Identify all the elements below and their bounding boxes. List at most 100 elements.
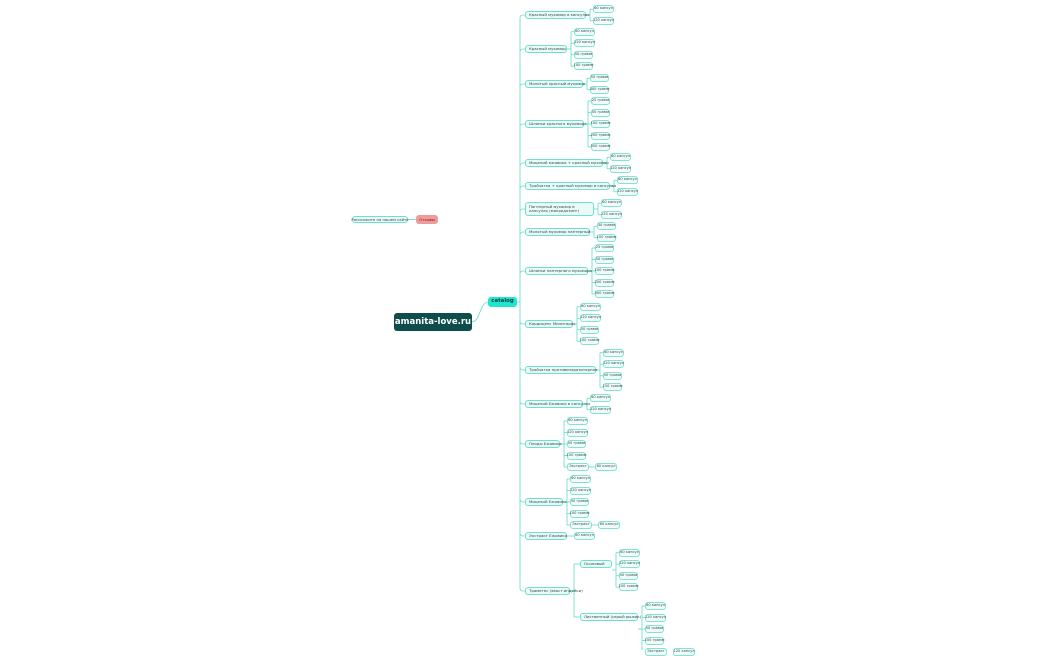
category-node[interactable]: Красный мухомор в капсулах [525, 11, 590, 19]
category-node[interactable]: Тройчатка противопаразитарная [525, 366, 597, 374]
variant-node[interactable]: 50 грамм [590, 74, 609, 83]
variant-node[interactable]: 150 грамм [603, 383, 622, 392]
variant-node[interactable]: 60 капсул [601, 199, 622, 208]
variant-node[interactable]: 100 грамм [580, 337, 599, 346]
connector-line [519, 532, 525, 537]
connector-line [519, 498, 525, 503]
variant-node[interactable]: 100 грамм [645, 636, 664, 645]
variant-node[interactable]: 50 грамм [591, 108, 610, 117]
variant-node[interactable]: 120 капсул [610, 164, 631, 173]
extract-node[interactable]: Экстракт [567, 463, 589, 471]
variant-node[interactable]: 50 грамм [567, 440, 586, 448]
category-node[interactable]: Мицелий ежовика + красный мухомор [525, 159, 609, 167]
connector-line [519, 162, 525, 167]
variant-node[interactable]: 300 грамм [590, 85, 609, 94]
variant-node[interactable]: 120 капсул [617, 187, 638, 196]
connector-line [519, 208, 525, 213]
variant-node[interactable]: 60 капсул [580, 302, 601, 311]
variant-node[interactable]: 60 капсул [617, 176, 638, 185]
variant-node[interactable]: 50 грамм [574, 50, 593, 59]
connector-line [519, 83, 525, 88]
variant-node[interactable]: 120 капсул [619, 560, 640, 569]
root-node[interactable]: amanita-love.ru [394, 313, 472, 331]
variant-node[interactable]: 60 капсул [590, 394, 611, 403]
variant-node[interactable]: 100 грамм [619, 583, 638, 592]
category-node[interactable]: Мицелий Ежовика [525, 498, 567, 506]
variant-node[interactable]: 100 грамм [597, 233, 616, 242]
variant-node[interactable]: 60 капсул [645, 602, 666, 610]
catalog-node[interactable]: catalog [488, 297, 517, 307]
variant-node[interactable]: 60 капсул [598, 521, 620, 529]
subcategory-node[interactable]: Лиственный (серый рыжик) [580, 613, 641, 621]
category-node[interactable]: Пантерный мухомор в капсулах (микродозин… [525, 202, 594, 216]
category-node[interactable]: Кордицепс Милитарис [525, 320, 575, 328]
variant-node[interactable]: 60 капсул [574, 27, 595, 36]
variant-node[interactable]: 60 капсул [593, 5, 614, 14]
variant-node[interactable]: 50 грамм [595, 255, 614, 264]
category-node[interactable]: Шляпки красного мухомора [525, 120, 587, 128]
variant-node[interactable]: 60 капсул [595, 463, 617, 471]
variant-node[interactable]: 60 капсул [619, 548, 640, 557]
connector-line [519, 14, 525, 19]
variant-node[interactable]: 60 капсул [574, 532, 595, 540]
variant-node[interactable]: 50 грамм [619, 571, 638, 580]
variant-node[interactable]: 500 грамм [591, 143, 610, 151]
variant-node[interactable]: 200 грамм [591, 131, 610, 140]
variant-node[interactable]: 120 капсул [580, 314, 601, 323]
variant-node[interactable]: 500 грамм [595, 290, 614, 298]
subcategory-node[interactable]: Осиновый [580, 560, 612, 568]
connector-line [519, 48, 525, 53]
variant-node[interactable]: 25 грамм [595, 244, 614, 252]
variant-node[interactable]: 200 грамм [595, 278, 614, 287]
connector-line [519, 587, 525, 592]
variant-node[interactable]: 100 грамм [595, 267, 614, 275]
variant-node[interactable]: 60 капсул [603, 348, 624, 357]
variant-node[interactable]: 120 капсул [673, 648, 695, 656]
variant-node[interactable]: 50 грамм [603, 371, 622, 380]
connector-line [519, 231, 525, 236]
connector-line [519, 185, 525, 190]
variant-node[interactable]: 120 капсул [601, 210, 622, 219]
variant-node[interactable]: 120 капсул [645, 613, 666, 622]
variant-node[interactable]: 50 грамм [580, 325, 599, 334]
connector-line [519, 270, 525, 275]
variant-node[interactable]: 100 грамм [567, 451, 586, 460]
category-node[interactable]: Молотый красный мухомор [525, 80, 585, 88]
variant-node[interactable]: 60 капсул [570, 475, 591, 483]
variant-node[interactable]: 60 капсул [610, 153, 631, 162]
variant-node[interactable]: 100 грамм [570, 509, 589, 518]
connector-line [519, 366, 525, 371]
connector-line [519, 400, 525, 405]
variant-node[interactable]: 60 капсул [567, 417, 588, 425]
category-node[interactable]: Мицелий Ежовика в капсулах [525, 400, 590, 408]
variant-node[interactable]: 120 капсул [570, 486, 591, 495]
variant-node[interactable]: 120 капсул [574, 39, 595, 48]
variant-node[interactable]: 100 грамм [574, 62, 593, 71]
variant-node[interactable]: 50 грамм [645, 625, 664, 633]
variant-node[interactable]: 25 грамм [591, 97, 610, 105]
variant-node[interactable]: 120 капсул [567, 428, 588, 437]
connector-line [519, 440, 525, 445]
category-node[interactable]: Траметес (хвост индейки) [525, 587, 583, 595]
category-node[interactable]: Шляпки пантерного мухомора [525, 267, 592, 275]
category-node[interactable]: Молотый мухомор пантерный [525, 228, 590, 236]
category-node[interactable]: Плоды Ежовика [525, 440, 562, 448]
variant-node[interactable]: 30 грамм [597, 222, 616, 231]
variant-node[interactable]: 50 грамм [570, 498, 589, 506]
feedback-node[interactable]: Отзывы [416, 215, 438, 224]
variant-node[interactable]: 120 капсул [593, 16, 614, 25]
connector-line [519, 320, 525, 325]
extract-node[interactable]: Экстракт [645, 648, 667, 656]
category-node[interactable]: Тройчатка + красный мухомор в капсулах [525, 182, 616, 190]
variant-node[interactable]: 120 капсул [590, 405, 611, 414]
variant-node[interactable]: 120 капсул [603, 360, 624, 369]
extract-node[interactable]: Экстракт [570, 521, 592, 529]
category-node[interactable]: Красный мухомор [525, 45, 567, 53]
connector-line [471, 301, 489, 323]
connector-line [519, 123, 525, 128]
feedback-note[interactable]: Расскажите на нашем сайте [351, 216, 409, 223]
category-node[interactable]: Экстракт Ежовика [525, 532, 567, 540]
variant-node[interactable]: 100 грамм [591, 120, 610, 128]
